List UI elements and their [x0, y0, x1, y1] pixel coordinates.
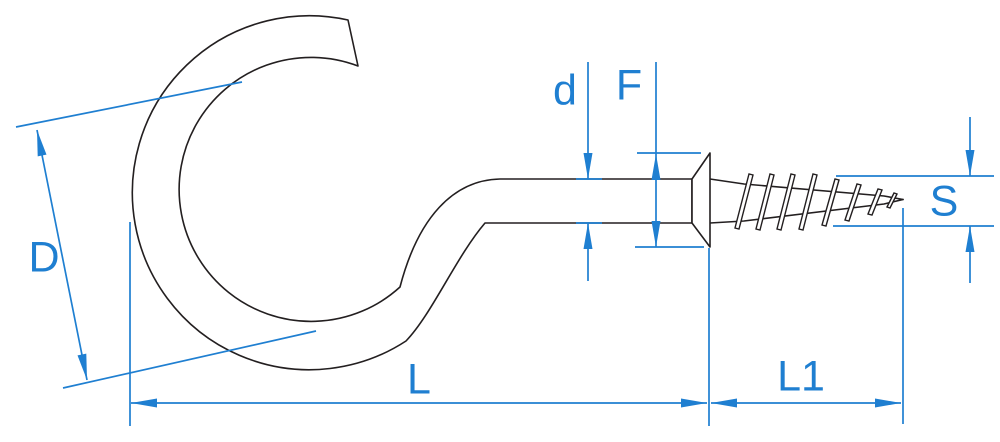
dimension-label-S: S	[929, 177, 959, 226]
dimension-D	[15, 81, 317, 389]
dimension-L-arrow-right	[681, 398, 707, 408]
thread-crest	[886, 192, 898, 209]
thread-crest	[776, 173, 796, 231]
dimension-D-ext-upper	[15, 81, 243, 128]
dimension-S	[833, 117, 994, 283]
thread-crest	[844, 183, 862, 222]
dimension-d-arrow-down	[583, 153, 593, 179]
dimension-annotations	[15, 62, 994, 426]
dimension-label-F: F	[615, 61, 643, 110]
dimension-label-L: L	[407, 355, 431, 404]
thread-crest	[734, 173, 754, 230]
dimension-label-L1: L1	[777, 352, 825, 401]
thread-crest	[755, 173, 775, 231]
dimension-L1-arrow-right	[875, 398, 901, 408]
screw-head-flange	[691, 152, 711, 248]
dimension-L-arrow-left	[131, 398, 157, 408]
dimension-S-arrow-down	[965, 150, 975, 176]
thread-crest	[798, 173, 818, 231]
dimension-d	[576, 62, 602, 281]
dimension-D-ext-lower	[62, 330, 317, 389]
screw-thread	[734, 173, 898, 231]
hook-body-outline	[131, 15, 693, 371]
thread-crest	[867, 188, 883, 216]
dimension-D-line	[36, 129, 88, 381]
dimension-F-arrow-up	[651, 154, 661, 180]
dimension-F-arrow-down	[651, 221, 661, 247]
dimension-S-arrow-up	[965, 226, 975, 252]
dimension-L	[129, 222, 710, 426]
dimension-D-arrow-bottom	[77, 353, 87, 380]
cup-hook-part	[131, 15, 904, 371]
dimension-F	[635, 62, 704, 248]
dimension-label-D: D	[28, 233, 60, 282]
dimension-D-arrow-top	[37, 130, 47, 157]
dimension-d-arrow-up	[583, 223, 593, 249]
dimension-label-d: d	[553, 66, 577, 115]
dimension-L1-arrow-left	[711, 398, 737, 408]
thread-crest	[821, 178, 840, 227]
dimension-L1	[711, 208, 904, 424]
